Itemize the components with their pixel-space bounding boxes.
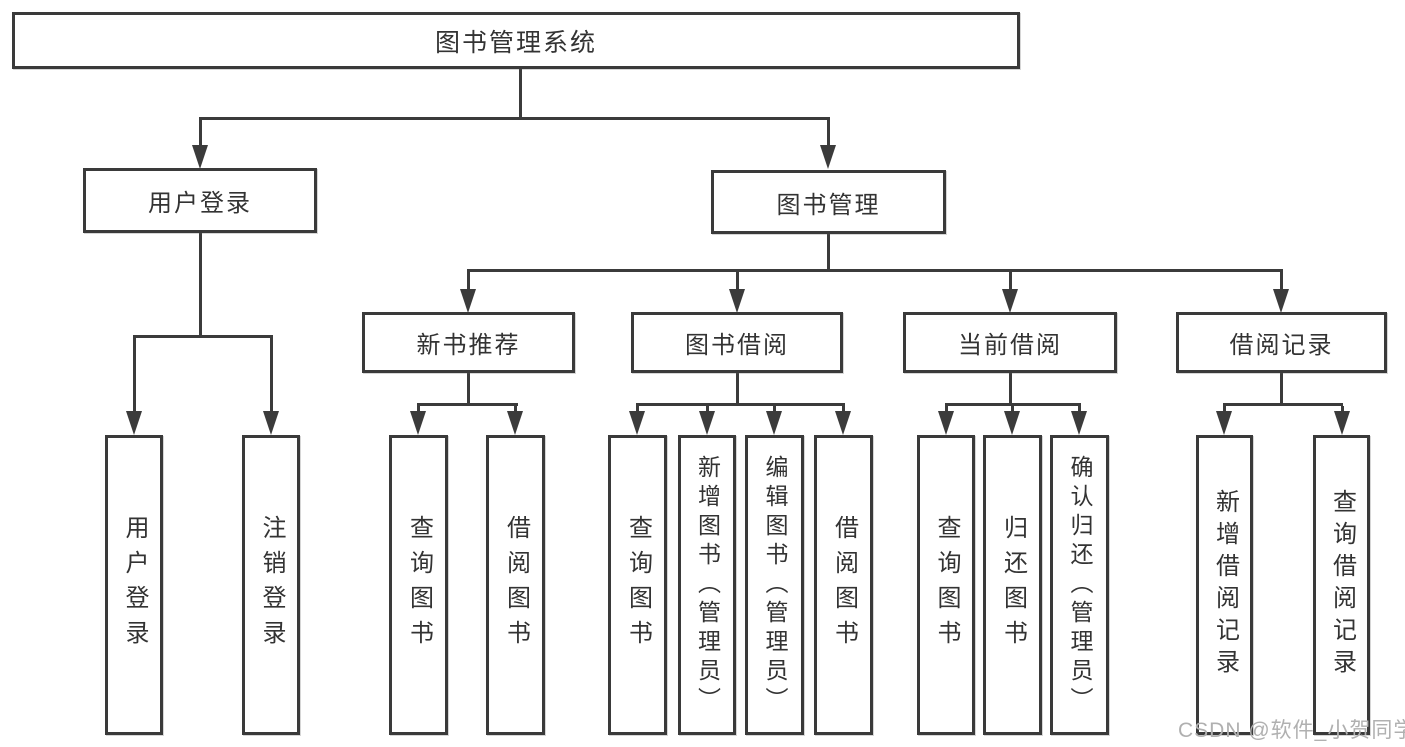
leaf-nb-query-books: 查询图书	[389, 435, 448, 735]
node-user-login: 用户登录	[83, 168, 317, 233]
connector-drop-br-edit	[773, 406, 776, 412]
connector-userlogin-stem	[199, 233, 202, 337]
connector-bookmgmt-stem	[827, 234, 830, 271]
leaf-user-login: 用户登录	[105, 435, 163, 735]
leaf-label: 查询图书	[933, 515, 960, 655]
arrowhead-cu-return	[1004, 411, 1020, 435]
arrowhead-nb-borrow	[507, 411, 523, 435]
node-new-book-recommend: 新书推荐	[362, 312, 575, 373]
connector-drop-user-login	[199, 120, 202, 146]
arrowhead-current	[1002, 289, 1018, 313]
leaf-br-borrow-books: 借阅图书	[814, 435, 873, 735]
arrowhead-book-mgmt	[820, 145, 836, 169]
arrowhead-user-login	[192, 145, 208, 169]
leaf-label: 新增借阅记录	[1211, 489, 1239, 681]
leaf-cu-confirm-return-admin: 确认归还（管理员）	[1050, 435, 1109, 735]
arrowhead-nb-query	[410, 411, 426, 435]
connector-root-bus	[199, 117, 830, 120]
leaf-label: 查询借阅记录	[1328, 489, 1356, 681]
leaf-cu-return-books: 归还图书	[983, 435, 1042, 735]
leaf-label: 注销登录	[258, 515, 285, 655]
connector-drop-br-query	[636, 406, 639, 412]
arrowhead-new-books	[460, 289, 476, 313]
connector-drop-records	[1280, 272, 1283, 289]
connector-drop-br-borrow	[842, 406, 845, 412]
connector-drop-book-mgmt	[827, 120, 830, 146]
arrowhead-br-query	[629, 411, 645, 435]
leaf-br-add-books-admin: 新增图书（管理员）	[678, 435, 736, 735]
leaf-cu-query-books: 查询图书	[917, 435, 975, 735]
connector-drop-current	[1009, 272, 1012, 289]
connector-newbooks-bus	[417, 403, 518, 406]
connector-drop-new-books	[467, 272, 470, 289]
connector-records-stem	[1280, 373, 1283, 405]
node-book-borrowing: 图书借阅	[631, 312, 843, 373]
leaf-label: 用户登录	[121, 515, 148, 655]
connector-borrowing-bus	[636, 403, 845, 406]
leaf-nb-borrow-books: 借阅图书	[486, 435, 545, 735]
arrowhead-re-query	[1334, 411, 1350, 435]
leaf-label: 归还图书	[999, 515, 1027, 655]
arrowhead-logout	[263, 411, 279, 435]
leaf-re-add-record: 新增借阅记录	[1196, 435, 1253, 735]
arrowhead-br-borrow	[835, 411, 851, 435]
connector-drop-login	[133, 338, 136, 411]
connector-drop-cu-query	[945, 406, 948, 412]
node-book-management: 图书管理	[711, 170, 946, 234]
connector-drop-logout	[270, 338, 273, 411]
arrowhead-br-add	[699, 411, 715, 435]
connector-borrowing-stem	[736, 373, 739, 405]
connector-drop-cu-return	[1011, 406, 1014, 412]
arrowhead-borrowing	[729, 289, 745, 313]
leaf-re-query-record: 查询借阅记录	[1313, 435, 1370, 735]
leaf-label: 新增图书（管理员）	[694, 454, 721, 716]
connector-drop-br-add	[706, 406, 709, 412]
connector-drop-cu-confirm	[1078, 406, 1081, 412]
leaf-br-edit-books-admin: 编辑图书（管理员）	[745, 435, 804, 735]
node-current-borrowing: 当前借阅	[903, 312, 1117, 373]
leaf-br-query-books: 查询图书	[608, 435, 667, 735]
connector-current-stem	[1009, 373, 1012, 405]
arrowhead-re-add	[1216, 411, 1232, 435]
leaf-logout: 注销登录	[242, 435, 300, 735]
connector-userlogin-bus	[133, 335, 273, 338]
arrowhead-br-edit	[766, 411, 782, 435]
connector-drop-nb-borrow	[514, 406, 517, 412]
connector-current-bus	[945, 403, 1081, 406]
arrowhead-cu-query	[938, 411, 954, 435]
node-library-management-system: 图书管理系统	[12, 12, 1020, 69]
leaf-label: 编辑图书（管理员）	[762, 454, 788, 716]
leaf-label: 借阅图书	[502, 515, 530, 655]
leaf-label: 确认归还（管理员）	[1067, 454, 1093, 716]
csdn-watermark: CSDN @软件_小贺同学	[1178, 719, 1405, 742]
connector-root-stem	[519, 69, 522, 117]
arrowhead-login	[126, 411, 142, 435]
node-borrowing-records: 借阅记录	[1176, 312, 1387, 373]
connector-drop-re-add	[1223, 406, 1226, 412]
connector-drop-re-query	[1341, 406, 1344, 412]
leaf-label: 借阅图书	[830, 515, 858, 655]
arrowhead-records	[1273, 289, 1289, 313]
connector-newbooks-stem	[467, 373, 470, 405]
connector-records-bus	[1223, 403, 1343, 406]
arrowhead-cu-confirm	[1071, 411, 1087, 435]
connector-bookmgmt-bus	[467, 269, 1283, 272]
leaf-label: 查询图书	[624, 515, 652, 655]
connector-drop-borrowing	[736, 272, 739, 289]
connector-drop-nb-query	[417, 406, 420, 412]
leaf-label: 查询图书	[405, 515, 433, 655]
